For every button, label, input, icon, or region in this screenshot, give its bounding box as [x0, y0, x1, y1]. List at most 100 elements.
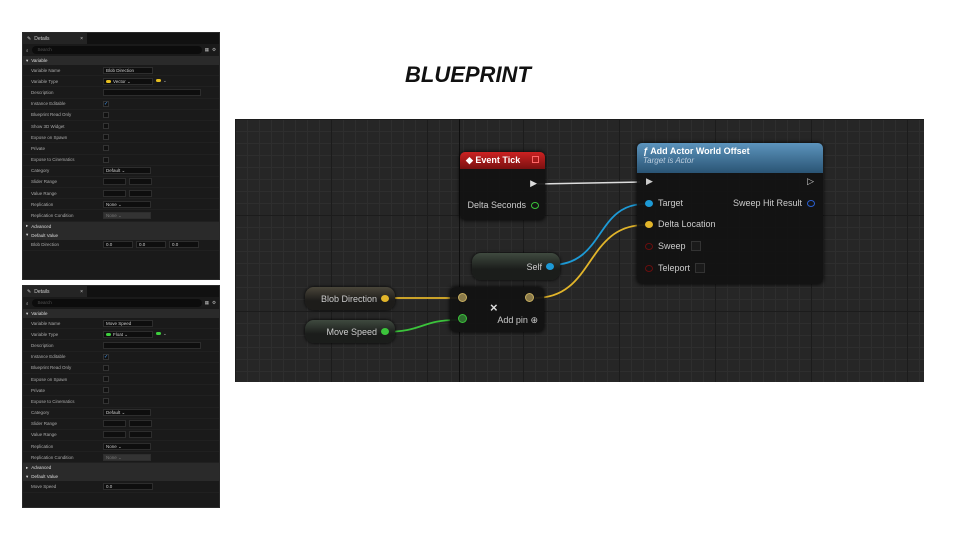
exec-in-pin[interactable]: ▶ — [646, 176, 653, 186]
event-tick-title: Event Tick — [475, 155, 521, 165]
text-field[interactable]: Move Speed — [103, 319, 153, 327]
dropdown[interactable]: Default ⌄ — [103, 409, 151, 417]
text-field[interactable] — [103, 341, 201, 349]
close-tab-button[interactable]: × — [80, 35, 83, 42]
tab-details[interactable]: ✎Details× — [23, 286, 87, 297]
variable-type-select[interactable]: Vector ⌄ — [103, 77, 153, 85]
section-label: Advanced — [31, 465, 52, 471]
teleport-checkbox[interactable] — [695, 263, 706, 273]
variable-type-select[interactable]: Float ⌄ — [103, 330, 153, 338]
range-field[interactable] — [103, 189, 126, 197]
property-row: Expose on Spawn — [23, 374, 219, 386]
vector-in-pin[interactable] — [458, 293, 467, 302]
delta-location-pin[interactable]: Delta Location — [645, 219, 716, 229]
exec-out-pin[interactable]: ▶ — [530, 178, 537, 188]
chevron-down-icon: ▾ — [26, 232, 29, 238]
dropdown-value: None — [106, 213, 117, 219]
teleport-pin[interactable]: Teleport — [645, 263, 706, 273]
property-row: Private — [23, 385, 219, 397]
dropdown[interactable]: None ⌄ — [103, 200, 151, 208]
blob-direction-node[interactable]: Blob Direction — [305, 287, 395, 310]
grid-view-icon[interactable]: ▦ — [204, 47, 209, 52]
checkbox[interactable] — [103, 398, 109, 405]
dropdown[interactable]: None ⌄ — [103, 442, 151, 450]
section-variable[interactable]: ▾Variable — [23, 56, 219, 65]
blueprint-graph[interactable]: ◆ Event Tick ▶ Delta Seconds ƒ Add Actor… — [235, 119, 924, 382]
float-in-pin[interactable] — [458, 314, 467, 323]
sweep-checkbox[interactable] — [690, 241, 701, 251]
container-type-select[interactable]: ⌄ — [156, 331, 167, 337]
settings-gear-icon[interactable]: ⚙ — [211, 47, 216, 52]
multiply-delta-wire — [534, 224, 646, 299]
section-default-value[interactable]: ▾Default Value — [23, 230, 219, 240]
property-label: Category — [31, 168, 50, 174]
checkbox[interactable] — [103, 134, 109, 141]
vector-out-pin[interactable] — [525, 293, 534, 302]
section-variable[interactable]: ▾Variable — [23, 309, 219, 318]
checkbox[interactable] — [103, 376, 109, 383]
checkbox[interactable]: ✓ — [103, 353, 109, 360]
section-advanced[interactable]: ▸Advanced — [23, 463, 219, 473]
range-field[interactable] — [129, 420, 152, 428]
search-input[interactable]: Search — [31, 46, 202, 54]
checkbox[interactable] — [103, 364, 109, 371]
dropdown[interactable]: None ⌄ — [103, 453, 151, 461]
section-advanced[interactable]: ▸Advanced — [23, 221, 219, 231]
range-field[interactable] — [103, 431, 126, 439]
property-label: Category — [31, 410, 50, 416]
checkbox[interactable] — [103, 156, 109, 163]
section-default-value[interactable]: ▾Default Value — [23, 472, 219, 482]
property-value: Blob Direction — [103, 66, 153, 74]
container-type-select[interactable]: ⌄ — [156, 78, 167, 84]
multiply-node[interactable]: × Add pin ⊕ — [450, 287, 544, 332]
exec-out-pin[interactable]: ▷ — [807, 176, 814, 186]
object-pin-icon — [546, 263, 554, 270]
property-label: Description — [31, 342, 54, 348]
range-field[interactable] — [103, 420, 126, 428]
dropdown[interactable]: None ⌄ — [103, 212, 151, 220]
pencil-icon: ✎ — [27, 288, 32, 295]
text-field[interactable]: Blob Direction — [103, 66, 153, 74]
event-tick-header: ◆ Event Tick — [460, 152, 545, 169]
checkbox[interactable]: ✓ — [103, 100, 109, 107]
self-node[interactable]: Self — [472, 253, 560, 280]
move-speed-node[interactable]: Move Speed — [305, 320, 395, 343]
range-field[interactable] — [129, 178, 152, 186]
close-tab-button[interactable]: × — [80, 288, 83, 295]
property-value: ✓ — [103, 353, 109, 360]
search-input[interactable]: Search — [31, 299, 202, 307]
sweep-hit-result-pin[interactable]: Sweep Hit Result — [733, 198, 815, 208]
vector-component-field[interactable]: 0.0 — [103, 241, 133, 249]
checkbox[interactable] — [103, 111, 109, 118]
target-pin[interactable]: Target — [645, 198, 683, 208]
chevron-down-icon: ▾ — [26, 310, 29, 316]
range-field[interactable] — [129, 431, 152, 439]
checkbox[interactable] — [103, 145, 109, 152]
vector-component-field[interactable]: 0.0 — [169, 241, 199, 249]
property-row: Description — [23, 340, 219, 352]
dropdown[interactable]: Default ⌄ — [103, 167, 151, 175]
event-tick-node[interactable]: ◆ Event Tick ▶ Delta Seconds — [460, 152, 545, 220]
range-field[interactable] — [129, 189, 152, 197]
checkbox[interactable] — [103, 123, 109, 130]
chevron-right-icon: ▸ — [26, 223, 29, 229]
vector-component-field[interactable]: 0.0 — [136, 241, 166, 249]
settings-gear-icon[interactable]: ⚙ — [211, 300, 216, 305]
range-field[interactable] — [103, 178, 126, 186]
delta-seconds-pin[interactable]: Delta Seconds — [467, 200, 539, 210]
grid-view-icon[interactable]: ▦ — [204, 300, 209, 305]
sweep-pin[interactable]: Sweep — [645, 241, 701, 251]
property-label: Slider Range — [31, 421, 58, 427]
graph-divider — [459, 119, 460, 382]
text-field[interactable] — [103, 88, 201, 96]
property-value: Float ⌄⌄ — [103, 330, 167, 338]
checkbox[interactable] — [103, 387, 109, 394]
text-field[interactable]: 0.0 — [103, 483, 153, 491]
tab-details[interactable]: ✎Details× — [23, 33, 87, 44]
add-pin-button[interactable]: Add pin ⊕ — [497, 315, 538, 326]
page-title: BLUEPRINT — [405, 62, 531, 87]
property-value — [103, 420, 152, 428]
add-actor-world-offset-node[interactable]: ƒ Add Actor World Offset Target is Actor… — [637, 143, 823, 284]
